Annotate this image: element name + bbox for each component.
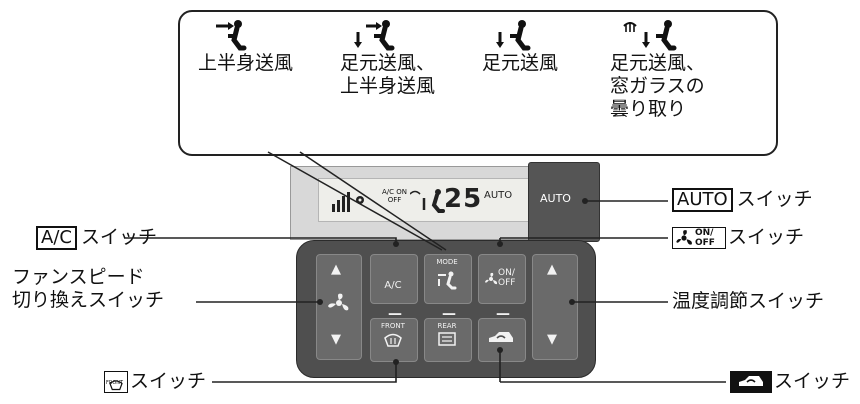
- recirculation-icon: [489, 332, 513, 342]
- auto-key: AUTO: [672, 188, 733, 212]
- onoff-off-text: OFF: [498, 278, 516, 288]
- ac-button-label: A/C: [384, 280, 402, 291]
- recirculation-switch-label: スイッチ: [730, 370, 850, 393]
- onoff-fan-icon: [485, 272, 498, 285]
- temp-down-arrow: ▼: [547, 332, 557, 347]
- lcd-ac-indicator: A/C ON OFF: [382, 188, 407, 204]
- mode-button-icon: [438, 271, 457, 290]
- fan-onoff-switch[interactable]: [478, 254, 526, 304]
- front-key-text: FRONT: [106, 379, 124, 386]
- onoff-key-on: ON/: [695, 227, 714, 238]
- lcd-auto-indicator: AUTO: [484, 190, 513, 201]
- fan-up-arrow: ▲: [331, 262, 341, 277]
- auto-button[interactable]: AUTO: [540, 192, 571, 205]
- foot-defrost-vent-icon: [623, 20, 677, 51]
- onoff-key-fan-icon: [676, 229, 692, 245]
- mode-foot-defrost-label: 足元送風、 窓ガラスの 曇り取り: [610, 52, 706, 120]
- onoff-switch-label: ON/ OFF スイッチ: [672, 226, 804, 249]
- temperature-switch-label: 温度調節スイッチ: [672, 290, 825, 312]
- ac-switch[interactable]: [370, 254, 418, 304]
- temp-up-arrow: ▲: [547, 262, 557, 277]
- mode-button-label: MODE: [436, 258, 458, 266]
- mode-face: 上半身送風: [198, 18, 293, 75]
- front-defrost-icon: [384, 333, 402, 347]
- front-key: FRONT: [104, 370, 128, 393]
- mode-foot-defrost: 足元送風、 窓ガラスの 曇り取り: [610, 18, 705, 121]
- front-defrost-switch-label: FRONT スイッチ: [104, 370, 206, 393]
- fan-speed-switch[interactable]: [316, 254, 362, 360]
- onoff-button-label: ON/ OFF: [498, 268, 515, 288]
- ac-switch-suffix: スイッチ: [80, 226, 157, 248]
- bilevel-vent-icon: [354, 20, 395, 51]
- onoff-key-off: OFF: [695, 237, 715, 248]
- lcd-ac-on: A/C ON: [382, 188, 408, 196]
- ac-key: A/C: [36, 226, 77, 250]
- auto-switch-suffix: スイッチ: [736, 188, 813, 210]
- mode-face-label: 上半身送風: [198, 52, 294, 74]
- fan-down-arrow: ▼: [331, 332, 341, 347]
- fan-speed-label: ファンスピード 切り換えスイッチ: [12, 266, 164, 312]
- rear-defrost-icon: [438, 332, 456, 346]
- temperature-switch[interactable]: [532, 254, 578, 360]
- fan-speed-label-line2: 切り換えスイッチ: [12, 289, 165, 311]
- mode-foot: 足元送風: [482, 18, 558, 75]
- fan-speed-label-line1: ファンスピード: [12, 266, 145, 288]
- lcd-screen: [318, 178, 540, 222]
- mode-bilevel: 足元送風、 上半身送風: [340, 18, 435, 98]
- lcd-ac-off: OFF: [387, 196, 402, 204]
- mode-foot-label: 足元送風: [482, 52, 559, 74]
- front-defrost-suffix: スイッチ: [130, 370, 207, 392]
- onoff-key-text: ON/ OFF: [695, 228, 715, 248]
- front-key-defrost-icon: [109, 379, 123, 390]
- onoff-key: ON/ OFF: [672, 226, 726, 249]
- mode-callout: 上半身送風 足元送風、 上半身送風 足元送風 足元送風、 窓ガラスの: [178, 10, 778, 156]
- lcd-temperature: 25: [444, 184, 483, 214]
- auto-switch-housing: [528, 162, 600, 242]
- recirc-key-icon: [739, 375, 763, 386]
- recirculation-suffix: スイッチ: [774, 370, 851, 392]
- lcd-mode-icon: [410, 189, 445, 213]
- onoff-on-text: ON/: [498, 268, 515, 278]
- fan-icon: [328, 293, 349, 311]
- rear-button-label: REAR: [437, 322, 457, 330]
- foot-vent-icon: [496, 20, 531, 51]
- recirc-key: [730, 370, 772, 393]
- onoff-switch-suffix: スイッチ: [728, 226, 805, 248]
- rear-defrost-switch[interactable]: [424, 318, 472, 362]
- face-vent-icon: [216, 20, 247, 51]
- mode-bilevel-label: 足元送風、 上半身送風: [340, 52, 436, 97]
- front-button-label: FRONT: [381, 322, 405, 330]
